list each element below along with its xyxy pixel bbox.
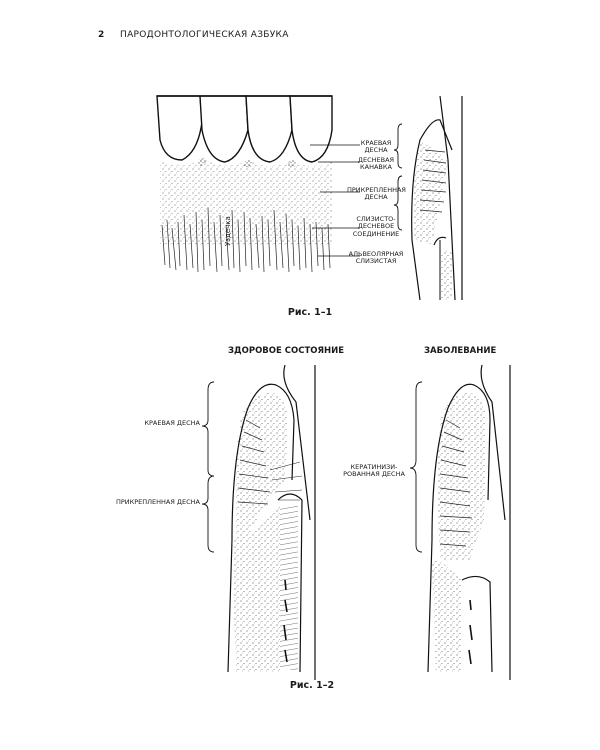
gingiva-stipple bbox=[160, 158, 332, 245]
heading-disease: ЗАБОЛЕВАНИЕ bbox=[424, 346, 497, 356]
label-alveolar-mucosa: АЛЬВЕОЛЯРНАЯ СЛИЗИСТАЯ bbox=[348, 250, 404, 266]
page-number: 2 bbox=[98, 30, 105, 40]
fig1-leader-lines bbox=[310, 144, 360, 257]
label-fig2-marginal: КРАЕВАЯ ДЕСНА bbox=[144, 419, 200, 427]
fig1-brackets bbox=[393, 123, 403, 231]
fig2-disease-drawing bbox=[427, 364, 511, 680]
label-mucogingival-junction: СЛИЗИСТО- ДЕСНЕВОЕ СОЕДИНЕНИЕ bbox=[352, 215, 400, 238]
label-fig2-attached: ПРИКРЕПЛЕННАЯ ДЕСНА bbox=[115, 498, 200, 506]
figure-1-1-caption: Рис. 1–1 bbox=[287, 307, 333, 318]
teeth-crowns bbox=[156, 95, 333, 163]
fig2-brackets bbox=[201, 381, 423, 553]
fig2-disease-texture bbox=[432, 392, 486, 672]
fig2-healthy-drawing bbox=[227, 364, 316, 680]
heading-healthy: ЗДОРОВОЕ СОСТОЯНИЕ bbox=[228, 346, 345, 356]
running-title: ПАРОДОНТОЛОГИЧЕСКАЯ АЗБУКА bbox=[120, 30, 289, 40]
label-marginal-gingiva: КРАЕВАЯ ДЕСНА bbox=[360, 139, 392, 155]
frenum-label: Уздечка bbox=[224, 216, 232, 246]
fig2-healthy-texture bbox=[232, 392, 303, 672]
label-fig2-keratinized: КЕРАТИНИЗИ- РОВАННАЯ ДЕСНА bbox=[343, 463, 405, 479]
figure-1-2-caption: Рис. 1–2 bbox=[289, 680, 335, 691]
label-gingival-sulcus: ДЕСНЕВАЯ КАНАВКА bbox=[357, 156, 395, 172]
page-header: 2 ПАРОДОНТОЛОГИЧЕСКАЯ АЗБУКА bbox=[98, 30, 560, 46]
label-attached-gingiva: ПРИКРЕПЛЕННАЯ ДЕСНА bbox=[347, 186, 406, 202]
alveolar-mucosa-lines bbox=[161, 207, 331, 273]
fig1-cross-section-texture bbox=[412, 140, 452, 300]
